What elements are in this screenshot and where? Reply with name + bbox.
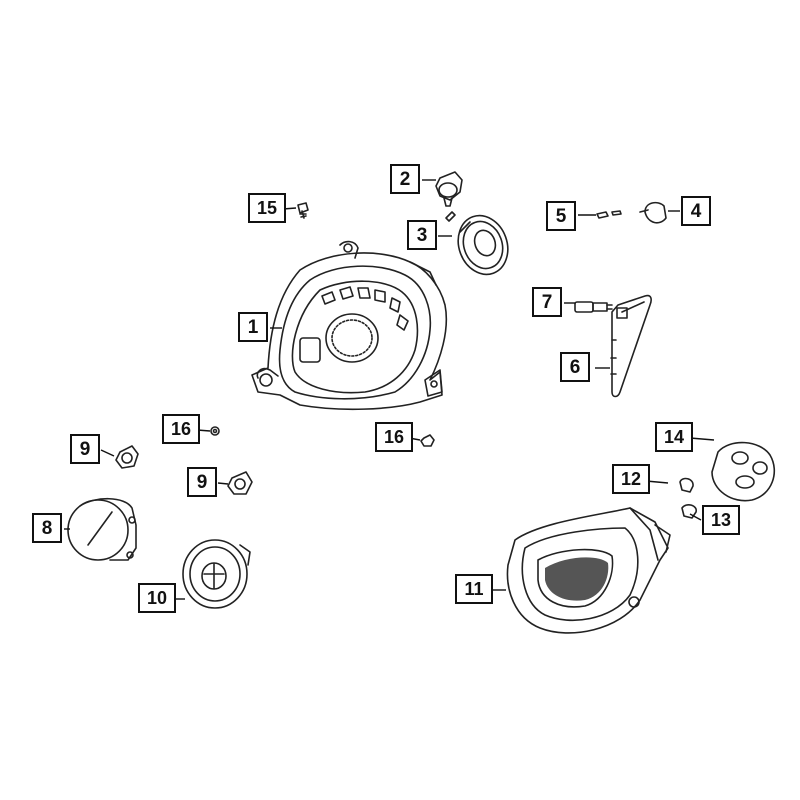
leader-lines bbox=[64, 179, 715, 600]
bulb-part-2[interactable] bbox=[435, 171, 463, 207]
callout-1[interactable]: 1 bbox=[238, 312, 268, 342]
callout-15[interactable]: 15 bbox=[248, 193, 286, 223]
fog-lamp-part-8[interactable] bbox=[67, 497, 137, 561]
headlamp-assembly-part[interactable] bbox=[251, 240, 448, 411]
callout-16b[interactable]: 16 bbox=[375, 422, 413, 452]
callout-2[interactable]: 2 bbox=[390, 164, 420, 194]
callout-5[interactable]: 5 bbox=[546, 201, 576, 231]
callout-9a[interactable]: 9 bbox=[70, 434, 100, 464]
rear-lamp-lens bbox=[545, 557, 609, 601]
callout-16a[interactable]: 16 bbox=[162, 414, 200, 444]
callout-13[interactable]: 13 bbox=[702, 505, 740, 535]
socket-part-9b[interactable] bbox=[227, 471, 253, 495]
small-bulb-part-5[interactable] bbox=[596, 210, 622, 219]
callout-7[interactable]: 7 bbox=[532, 287, 562, 317]
callout-11[interactable]: 11 bbox=[455, 574, 493, 604]
screw-part-15[interactable] bbox=[297, 202, 309, 219]
callout-9b[interactable]: 9 bbox=[187, 467, 217, 497]
bulb-part-4[interactable] bbox=[639, 201, 667, 224]
bulb-part-12[interactable] bbox=[679, 477, 694, 493]
dust-cap-part-3[interactable] bbox=[450, 209, 516, 282]
socket-part-9a[interactable] bbox=[115, 445, 139, 469]
nut-part-16b[interactable] bbox=[420, 434, 435, 447]
socket-plate-part-14[interactable] bbox=[711, 441, 776, 502]
callout-12[interactable]: 12 bbox=[612, 464, 650, 494]
retaining-pin[interactable] bbox=[445, 211, 456, 222]
callout-10[interactable]: 10 bbox=[138, 583, 176, 613]
callout-3[interactable]: 3 bbox=[407, 220, 437, 250]
callout-8[interactable]: 8 bbox=[32, 513, 62, 543]
rear-lamp-part-11[interactable] bbox=[506, 507, 671, 634]
bulb-socket-part-7[interactable] bbox=[574, 301, 613, 313]
callout-14[interactable]: 14 bbox=[655, 422, 693, 452]
nut-part-16a[interactable] bbox=[210, 426, 220, 436]
fog-lamp-rear-part-10[interactable] bbox=[182, 539, 251, 609]
callout-6[interactable]: 6 bbox=[560, 352, 590, 382]
bulb-part-13[interactable] bbox=[681, 503, 697, 519]
callout-4[interactable]: 4 bbox=[681, 196, 711, 226]
side-marker-part-6[interactable] bbox=[610, 294, 652, 398]
